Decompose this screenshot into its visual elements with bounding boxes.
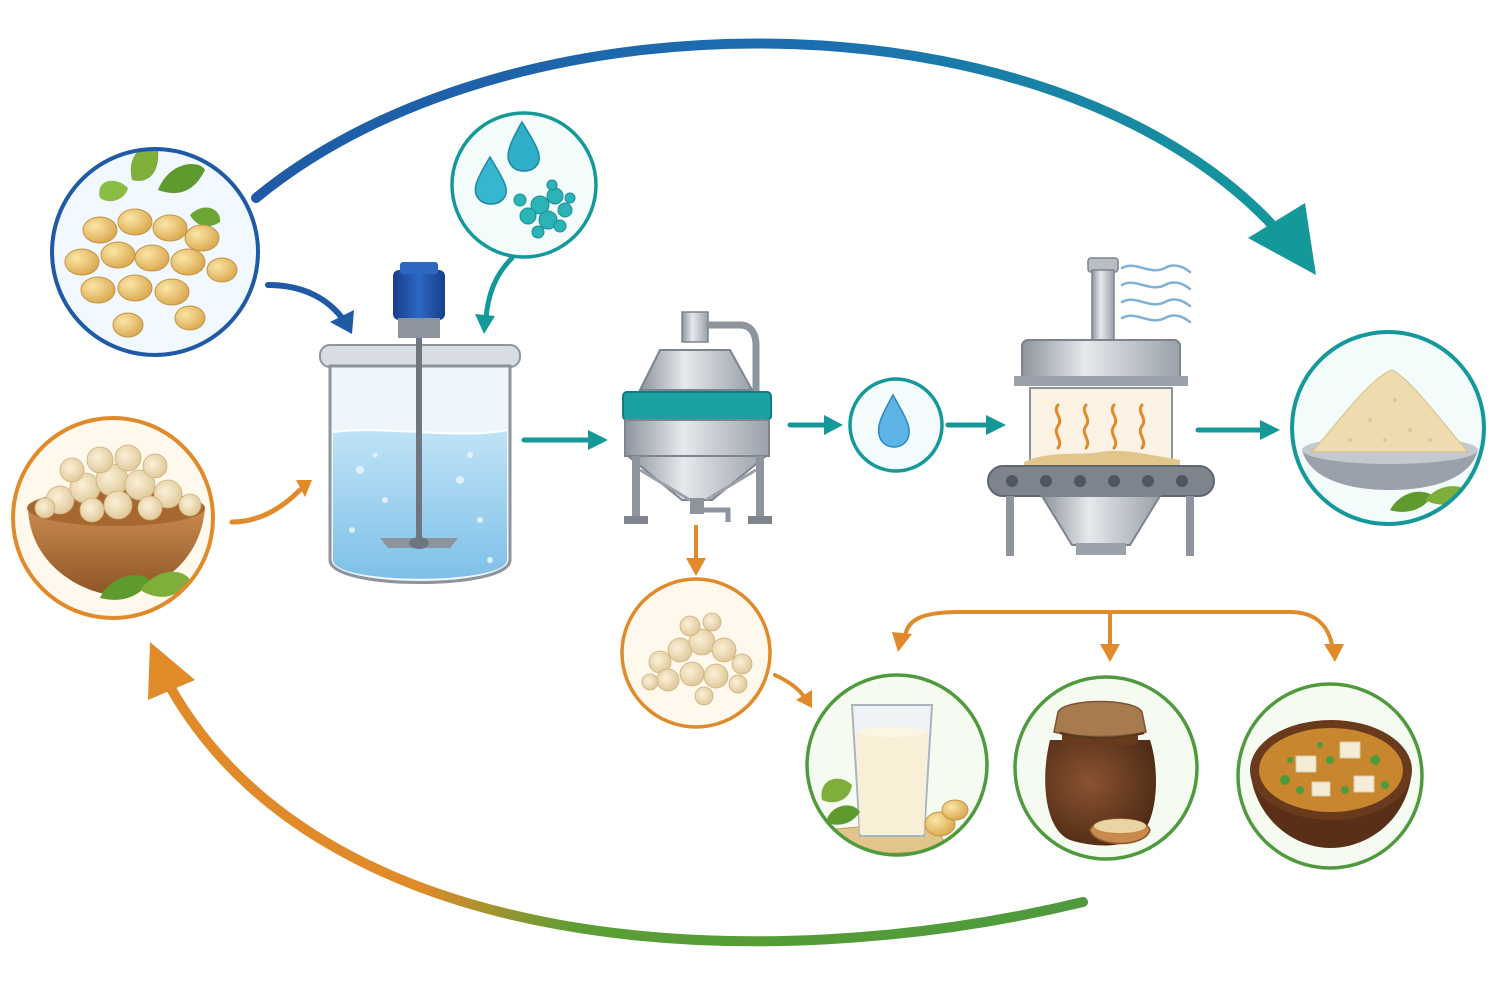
- centrifuge-separator-icon: [623, 312, 772, 524]
- okara-bowl-node: [13, 418, 213, 618]
- steam-lines: [1122, 265, 1190, 322]
- arrowhead: [475, 314, 495, 334]
- miso-soup-node: [1238, 684, 1422, 868]
- top-cycle-arrow: [256, 43, 1316, 275]
- arrowhead: [824, 415, 843, 435]
- centrifuge-band: [623, 392, 771, 420]
- fermented-paste-jar-icon: [1045, 702, 1156, 846]
- tank-motor: [393, 270, 445, 320]
- conveyor-dryer-icon: [988, 258, 1214, 556]
- soy-milk-node: [807, 675, 987, 856]
- arrowhead: [1260, 420, 1280, 440]
- fermented-paste-node: [1015, 677, 1197, 859]
- okara-residue-node: [622, 579, 770, 727]
- arrowhead: [686, 558, 706, 576]
- water-drop-node: [850, 379, 942, 471]
- protein-powder-node: [1292, 332, 1484, 524]
- water-enzymes-node: [452, 113, 596, 257]
- arrowhead: [1100, 644, 1120, 662]
- soybeans-node: [52, 146, 258, 355]
- arrowhead: [986, 415, 1006, 435]
- stirred-mixing-tank-icon: [320, 262, 520, 583]
- arrowhead: [892, 632, 912, 652]
- arrowhead: [588, 430, 608, 450]
- arrowhead: [1324, 644, 1344, 662]
- tank-shaft: [416, 338, 422, 538]
